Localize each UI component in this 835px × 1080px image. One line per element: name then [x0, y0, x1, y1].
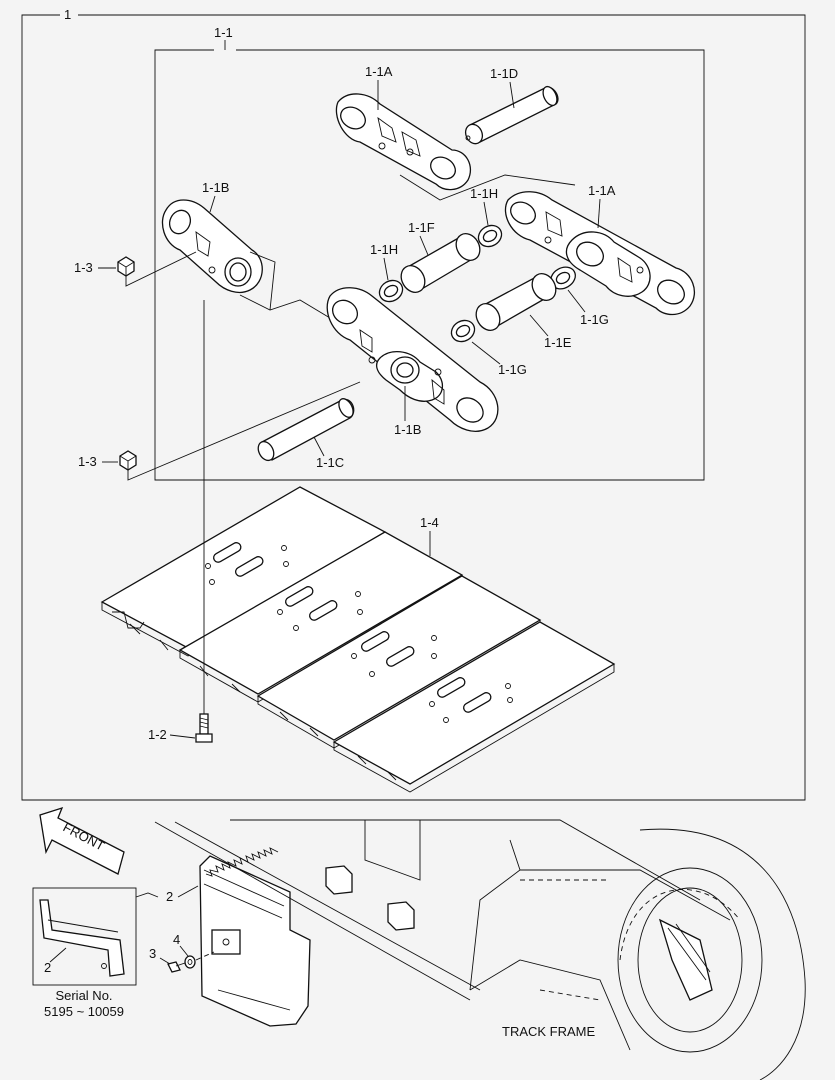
- callout-1-1e: 1-1E: [544, 335, 572, 350]
- callout-1-4: 1-4: [420, 515, 439, 530]
- assembly-frame: [21, 14, 806, 801]
- callout-3: 3: [149, 946, 156, 961]
- callout-1-1h-left: 1-1H: [370, 242, 398, 257]
- pin-1-1c: [257, 398, 355, 462]
- callout-2-inset: 2: [44, 960, 51, 975]
- nut-1-3-upper: [117, 256, 135, 277]
- callout-4: 4: [173, 932, 180, 947]
- bushing-1-1e: [475, 273, 557, 331]
- pin-1-1d: [464, 85, 559, 145]
- track-frame-label: TRACK FRAME: [502, 1024, 596, 1039]
- track-shoes-1-4: [100, 486, 616, 793]
- nut-1-3-lower: [119, 450, 137, 471]
- inset-box: [32, 887, 137, 986]
- washer-4: [184, 955, 196, 969]
- callout-1-1: 1-1: [214, 25, 233, 40]
- callout-1-1a-right: 1-1A: [588, 183, 616, 198]
- callout-1-2: 1-2: [148, 727, 167, 742]
- serial-title: Serial No.: [55, 988, 112, 1003]
- callout-1-1c: 1-1C: [316, 455, 344, 470]
- track-frame: [154, 819, 806, 1080]
- track-guard-2: [199, 847, 311, 1027]
- callout-2: 2: [166, 889, 173, 904]
- callout-1-1h-upper: 1-1H: [470, 186, 498, 201]
- seal-1-1g-mid: [450, 319, 476, 343]
- front-arrow-icon: [39, 806, 125, 875]
- serial-range: 5195 ~ 10059: [44, 1004, 124, 1019]
- callout-1-1a-top: 1-1A: [365, 64, 393, 79]
- callout-1-3-upper: 1-3: [74, 260, 93, 275]
- callout-1-1g-right: 1-1G: [580, 312, 609, 327]
- track-link-1-1a-right: [504, 191, 695, 316]
- callout-1-1b-left: 1-1B: [202, 180, 229, 195]
- track-link-1-1a-top: [335, 93, 472, 191]
- link-assembly-frame: [154, 49, 705, 481]
- bolt-1-2: [195, 713, 213, 743]
- seal-1-1h-upper: [477, 224, 503, 248]
- callout-1-3-lower: 1-3: [78, 454, 97, 469]
- guard-inset: [39, 899, 125, 977]
- callout-1-1d: 1-1D: [490, 66, 518, 81]
- track-link-1-1b-mid: [326, 287, 499, 432]
- callout-1: 1: [64, 7, 71, 22]
- seal-1-1g-right: [550, 266, 576, 290]
- track-link-1-1b-left: [161, 199, 263, 294]
- bushing-1-1f: [400, 233, 481, 293]
- callout-1-1b-mid: 1-1B: [394, 422, 421, 437]
- callout-1-1g-mid: 1-1G: [498, 362, 527, 377]
- seal-1-1h-left: [378, 279, 404, 303]
- callout-1-1f: 1-1F: [408, 220, 435, 235]
